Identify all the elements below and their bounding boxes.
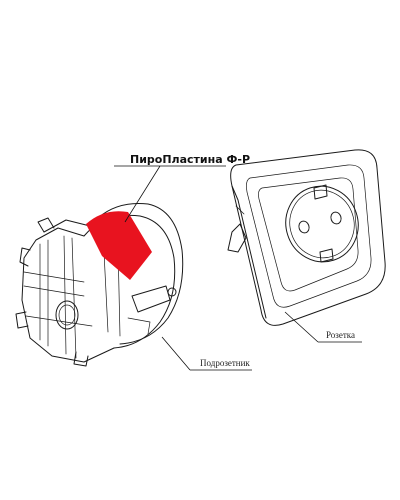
fire-plate-leader-line xyxy=(114,165,226,223)
socket-label: Розетка xyxy=(326,330,355,340)
junction-box-label: Подрозетник xyxy=(200,358,250,368)
socket-leader-line xyxy=(284,311,362,343)
fire-plate-label: ПироПластина Ф-Р xyxy=(130,153,250,166)
socket-illustration xyxy=(227,149,386,326)
junction-box-leader-line xyxy=(161,336,252,371)
junction-box-illustration xyxy=(15,202,184,367)
fire-plate-highlight xyxy=(86,211,152,280)
